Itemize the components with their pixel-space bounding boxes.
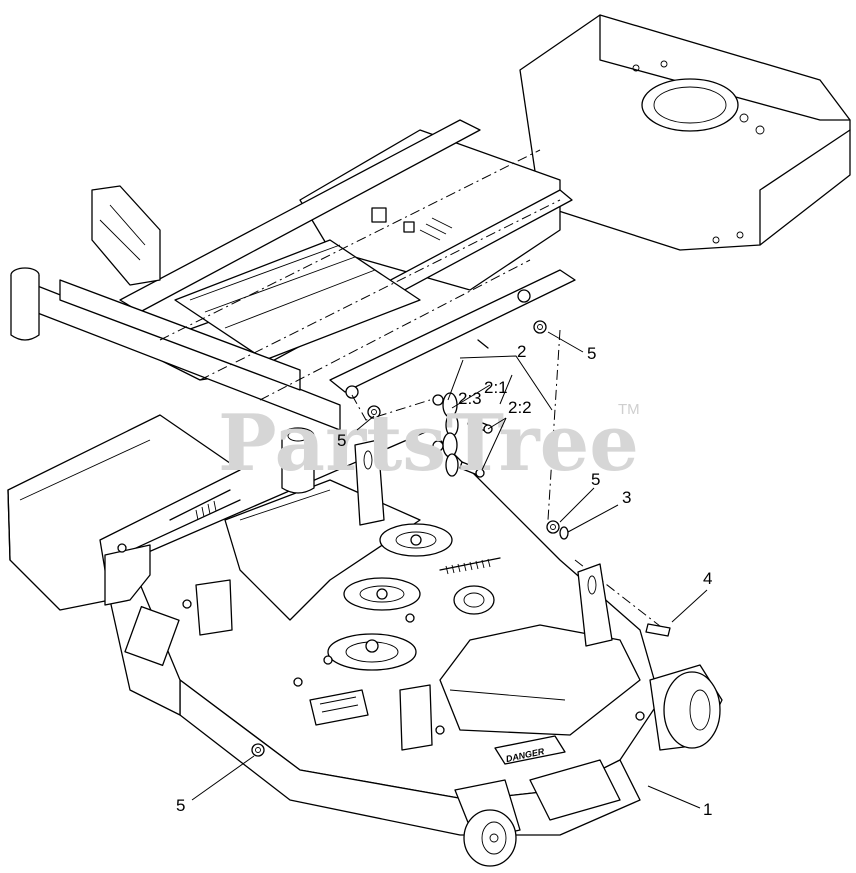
- lift-tube: [281, 427, 315, 494]
- main-frame: [10, 14, 851, 431]
- callouts: 2 2:3 2:1 2:2 5 5 5 3 4 5 1: [176, 342, 712, 819]
- watermark: PartsTree TM: [218, 398, 640, 489]
- callout-3: 3: [622, 488, 631, 507]
- callout-2: 2: [517, 342, 526, 361]
- callout-5-bottom: 5: [176, 796, 185, 815]
- callout-2-1: 2:1: [484, 378, 508, 397]
- callout-4: 4: [703, 569, 712, 588]
- mower-deck: DANGER: [7, 414, 723, 867]
- callout-5-mid: 5: [337, 431, 346, 450]
- alignment-lines: [159, 149, 666, 631]
- callout-1: 1: [703, 800, 712, 819]
- callout-leaders: [191, 331, 708, 809]
- hardware: [251, 320, 671, 757]
- watermark-trademark: TM: [618, 401, 640, 418]
- callout-5-top: 5: [587, 344, 596, 363]
- callout-5-right: 5: [591, 470, 600, 489]
- callout-2-3: 2:3: [458, 389, 482, 408]
- watermark-text: PartsTree: [218, 398, 639, 489]
- callout-2-2: 2:2: [508, 398, 532, 417]
